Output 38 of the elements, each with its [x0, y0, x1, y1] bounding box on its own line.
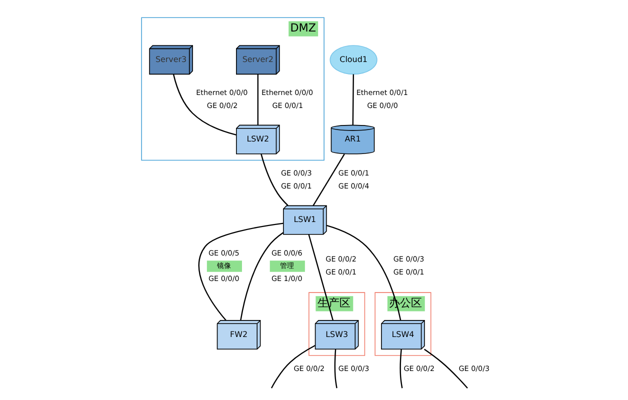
- label: GE 0/0/2: [293, 364, 324, 373]
- label: GE 0/0/1: [392, 267, 424, 276]
- label: GE 0/0/4: [338, 181, 369, 190]
- connector: [352, 74, 354, 126]
- label: GE 0/0/1: [280, 181, 312, 190]
- label: GE 0/0/0: [366, 100, 398, 110]
- connector: [399, 349, 402, 388]
- label: GE 0/0/3: [392, 254, 424, 264]
- label: GE 1/0/0: [270, 274, 302, 283]
- connector: [423, 348, 468, 389]
- connector: [172, 74, 236, 136]
- connector: [326, 224, 401, 320]
- label: GE 0/0/3: [280, 168, 312, 178]
- label: GE 0/0/2: [325, 254, 356, 264]
- label: GE 0/0/5: [208, 248, 239, 258]
- label: Ethernet 0/0/0: [196, 88, 248, 98]
- connector: [312, 154, 344, 206]
- label: Ethernet 0/0/1: [356, 88, 408, 98]
- label: GE 0/0/0: [208, 274, 239, 283]
- label: GE 0/0/1: [338, 168, 369, 178]
- connector: [256, 74, 258, 126]
- connector: [198, 222, 283, 321]
- connector: [334, 349, 337, 388]
- label: GE 0/0/6: [270, 248, 302, 258]
- label: GE 0/0/1: [272, 100, 303, 110]
- edge-label: 管理: [279, 261, 294, 270]
- label: GE 0/0/3: [458, 364, 490, 373]
- label: GE 0/0/3: [338, 364, 369, 373]
- connector: [270, 344, 315, 388]
- connector: [260, 154, 288, 206]
- node-ellipse: Cloud1: [329, 45, 377, 75]
- connector: [240, 232, 284, 320]
- label: GE 0/0/1: [325, 267, 356, 276]
- label: GE 0/0/2: [403, 364, 434, 373]
- label: Ethernet 0/0/0: [261, 88, 313, 98]
- connector: [308, 234, 334, 320]
- label: GE 0/0/2: [206, 100, 238, 110]
- edge-label: 镜像: [216, 261, 230, 270]
